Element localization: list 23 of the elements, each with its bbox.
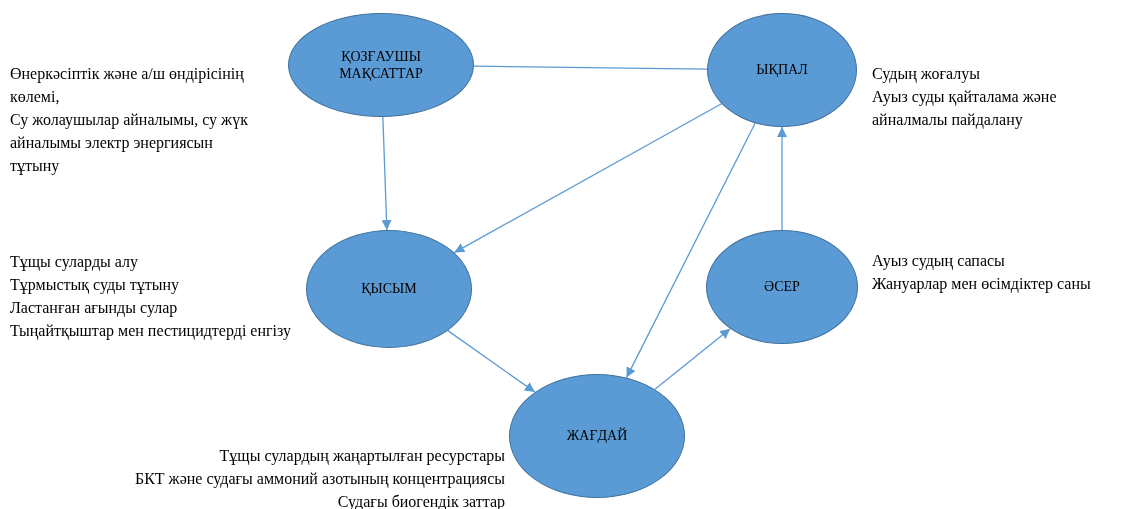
indicator-text: Тыңайтқыштар мен пестицидтерді енгізу (10, 321, 292, 342)
indicator-text: Жануарлар мен өсімдіктер саны (872, 274, 1092, 295)
arrow (447, 329, 536, 393)
node-label: ҚЫСЫМ (361, 280, 417, 298)
indicator-text: Су жолаушылар айналымы, су жүк айналымы электр энергиясын тұтыну (10, 110, 249, 177)
indicator-text: Тұщы суларды алу (10, 252, 140, 273)
indicator-text: Ластанған ағынды сулар (10, 298, 179, 319)
indicator-text: Өнеркәсіптік және а/ш өндірісінің көлемі, (10, 64, 245, 107)
arrow (453, 103, 723, 254)
arrow (381, 116, 392, 231)
node-label: ҚОЗҒАУШЫ МАҚСАТТАР (338, 47, 424, 83)
indicator-text: Ауыз судың сапасы (872, 251, 1006, 272)
arrow (625, 122, 756, 379)
node-label: ЖАҒДАЙ (566, 427, 628, 445)
arrow (777, 126, 787, 231)
node-label: ӘСЕР (764, 278, 800, 296)
node-label: ЫҚПАЛ (756, 61, 808, 79)
indicator-text: Тұрмыстық суды тұтыну (10, 275, 181, 296)
arrow (654, 328, 731, 390)
indicator-text: Судың жоғалуы (872, 64, 981, 85)
indicator-text: БКТ және судағы аммоний азотының концентрациясы (133, 469, 505, 490)
indicator-text: Ауыз суды қайталама және айналмалы пайдалану (872, 87, 1058, 131)
indicator-text: Тұщы сулардың жаңартылған ресурстары (218, 446, 505, 467)
